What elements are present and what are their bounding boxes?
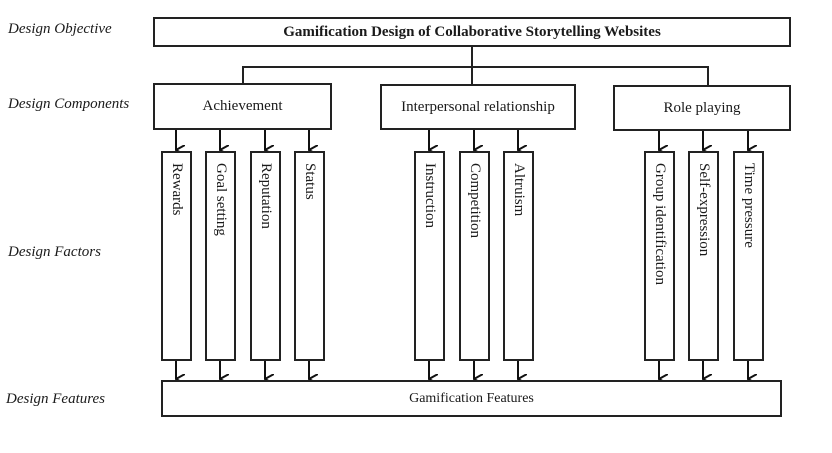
factor-label: Reputation (258, 163, 274, 229)
row-label-design-components: Design Components (8, 96, 130, 112)
factor-box-self-expression: Self-expression (688, 151, 719, 361)
row-label-design-features: Design Features (6, 391, 106, 407)
component-box-interpersonal-relationship: Interpersonal relationship (380, 84, 576, 130)
factor-label: Group identification (652, 163, 668, 286)
component-label: Achievement (202, 98, 283, 114)
design-objective-title: Gamification Design of Collaborative Sto… (283, 23, 661, 40)
factor-box-goal-setting: Goal setting (205, 151, 236, 361)
factor-label: Goal setting (213, 163, 229, 236)
component-box-role-playing: Role playing (613, 85, 791, 131)
factor-box-instruction: Instruction (414, 151, 445, 361)
factor-label: Competition (467, 163, 483, 238)
factor-box-time-pressure: Time pressure (733, 151, 764, 361)
row-label-design-objective: Design Objective (8, 21, 112, 37)
factor-box-altruism: Altruism (503, 151, 534, 361)
design-features-box: Gamification Features (161, 380, 782, 417)
row-label-design-factors: Design Factors (8, 244, 101, 260)
component-label: Interpersonal relationship (401, 98, 555, 115)
design-objective-box: Gamification Design of Collaborative Sto… (153, 17, 791, 47)
factor-box-rewards: Rewards (161, 151, 192, 361)
factor-box-reputation: Reputation (250, 151, 281, 361)
factor-box-competition: Competition (459, 151, 490, 361)
factor-label: Instruction (422, 163, 438, 228)
factor-label: Altruism (511, 163, 527, 217)
component-box-achievement: Achievement (153, 83, 332, 130)
factor-label: Rewards (169, 163, 185, 216)
component-label: Role playing (663, 99, 741, 116)
factor-box-group-identification: Group identification (644, 151, 675, 361)
factor-label: Time pressure (741, 163, 757, 248)
factor-box-status: Status (294, 151, 325, 361)
design-features-label: Gamification Features (409, 390, 534, 406)
factor-label: Status (302, 163, 318, 200)
factor-label: Self-expression (696, 163, 712, 257)
